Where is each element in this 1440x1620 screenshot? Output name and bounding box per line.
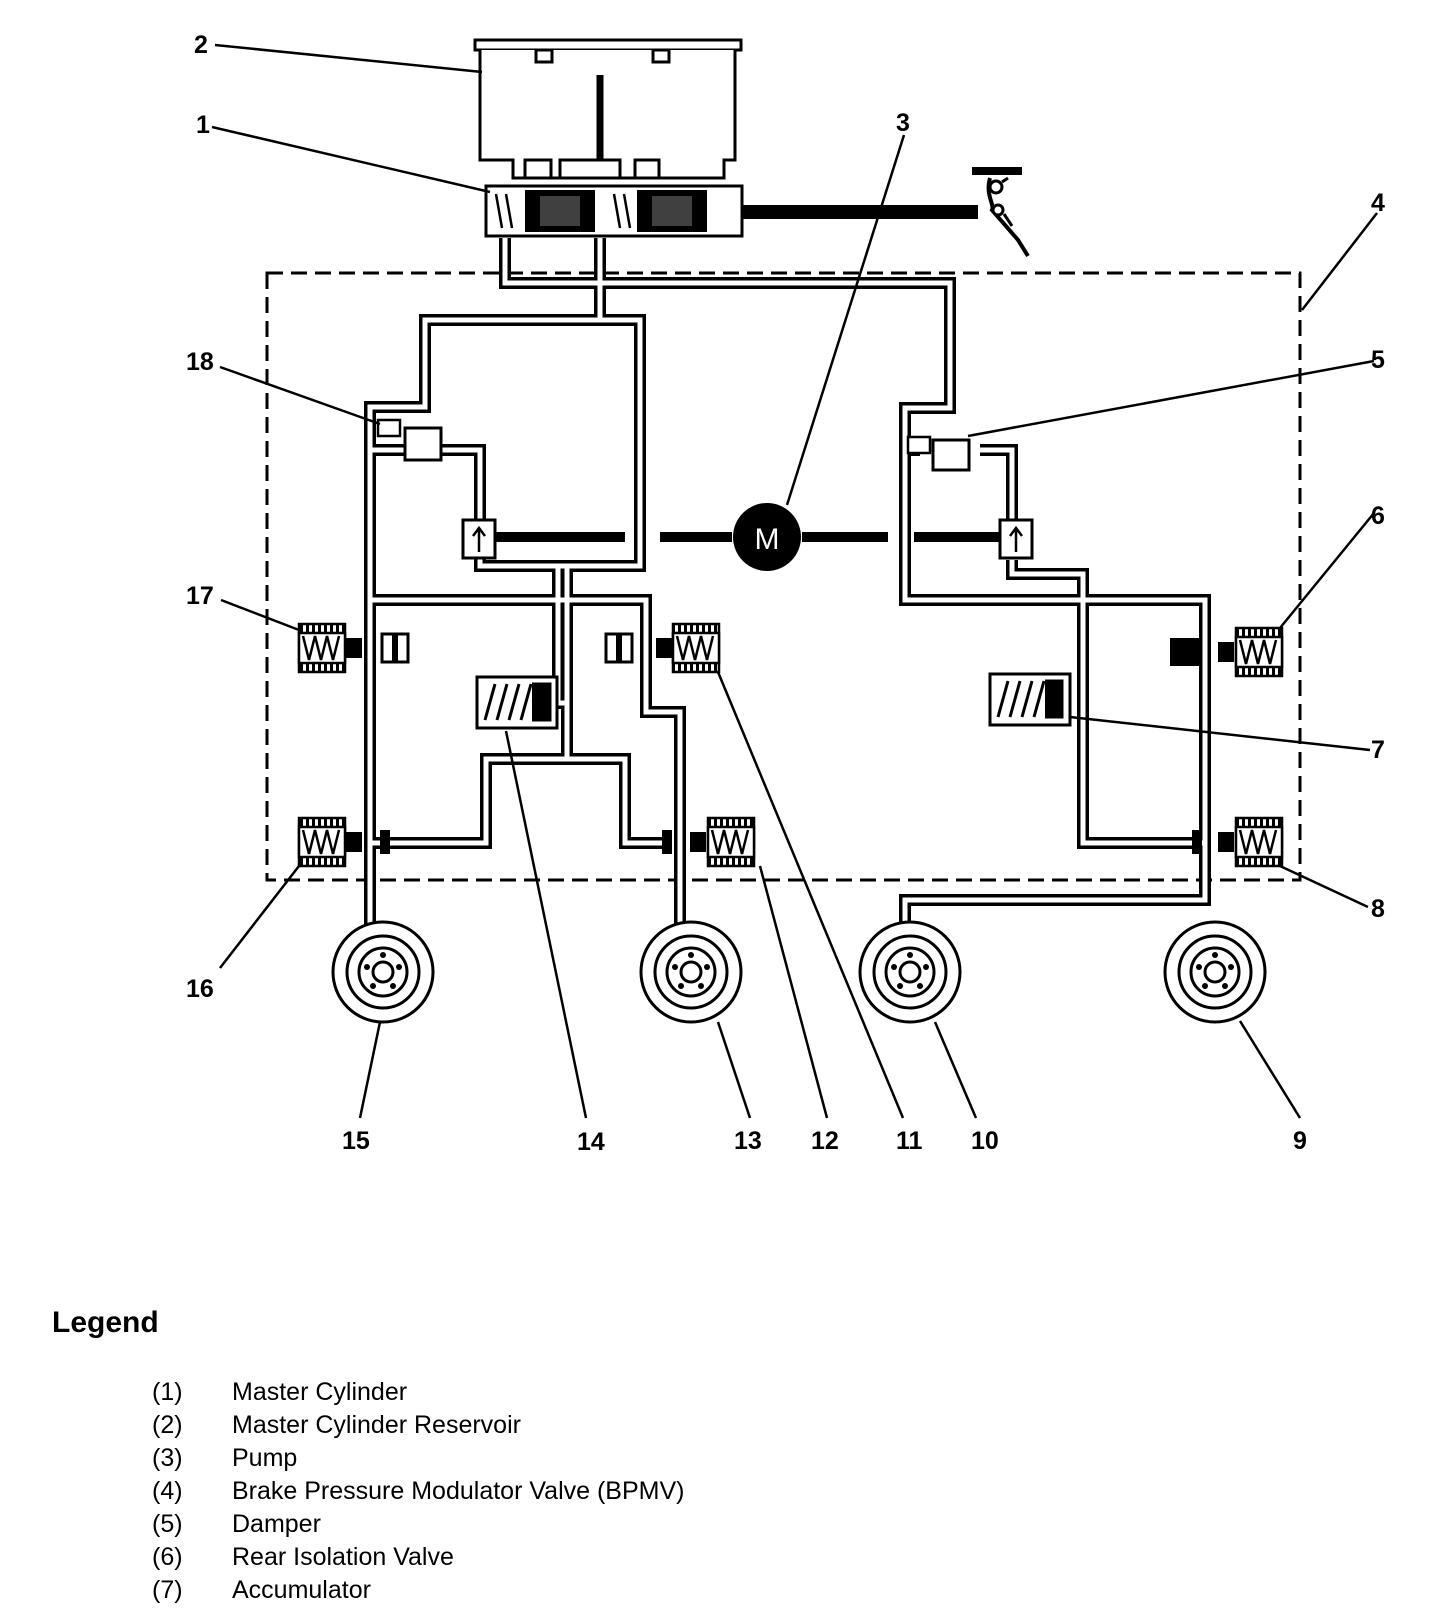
valve-17 bbox=[297, 622, 410, 674]
abs-hydraulic-diagram: M bbox=[186, 31, 1385, 1156]
wheel-9 bbox=[1163, 920, 1267, 1024]
legend-list: (1) Master Cylinder (2) Master Cylinder Re… bbox=[152, 1376, 1392, 1607]
brake-lines bbox=[364, 238, 1211, 930]
legend-item-label: Master Cylinder Reservoir bbox=[232, 1411, 521, 1439]
callout-14: 14 bbox=[577, 1128, 605, 1156]
legend-item: (6) Rear Isolation Valve bbox=[152, 1541, 1392, 1574]
master-cylinder-reservoir bbox=[473, 38, 743, 180]
callout-4: 4 bbox=[1371, 189, 1385, 217]
legend-item: (4) Brake Pressure Modulator Valve (BPMV) bbox=[152, 1475, 1392, 1508]
pump-motor-label: M bbox=[755, 523, 780, 556]
legend-item: (3) Pump bbox=[152, 1442, 1392, 1475]
callout-1: 1 bbox=[196, 111, 210, 139]
master-cylinder bbox=[484, 184, 978, 238]
legend-item-number: (6) bbox=[152, 1543, 183, 1571]
legend-item-label: Damper bbox=[232, 1510, 321, 1538]
legend-item: (5) Damper bbox=[152, 1508, 1392, 1541]
callout-16: 16 bbox=[186, 975, 214, 1003]
valve-11 bbox=[604, 622, 721, 674]
callout-10: 10 bbox=[971, 1127, 999, 1155]
valve-16 bbox=[297, 816, 390, 868]
legend-item: (7) Accumulator bbox=[152, 1574, 1392, 1607]
legend-item-number: (1) bbox=[152, 1378, 183, 1406]
legend-item: (1) Master Cylinder bbox=[152, 1376, 1392, 1409]
valve-8 bbox=[1192, 816, 1284, 868]
callout-6: 6 bbox=[1371, 502, 1385, 530]
damper bbox=[906, 435, 971, 472]
callout-9: 9 bbox=[1293, 1127, 1307, 1155]
brake-pedal bbox=[972, 167, 1030, 258]
legend-item-number: (2) bbox=[152, 1411, 183, 1439]
left-pump-check-valve bbox=[461, 518, 497, 560]
accumulator bbox=[988, 672, 1072, 727]
legend-item-number: (4) bbox=[152, 1477, 183, 1505]
legend-item-label: Pump bbox=[232, 1444, 298, 1472]
callout-12: 12 bbox=[811, 1127, 839, 1155]
legend-item-number: (5) bbox=[152, 1510, 183, 1538]
leader-lines bbox=[211, 43, 1378, 1119]
left-accumulator bbox=[475, 675, 559, 730]
legend-item: (2) Master Cylinder Reservoir bbox=[152, 1409, 1392, 1442]
callout-3: 3 bbox=[896, 109, 910, 137]
bpmv-boundary bbox=[265, 271, 1302, 882]
callout-numbers: 1 2 3 4 5 6 7 8 9 10 11 12 13 14 15 16 1… bbox=[186, 31, 1385, 1156]
legend-item-label: Rear Isolation Valve bbox=[232, 1543, 454, 1571]
rear-isolation-valve bbox=[1170, 626, 1284, 678]
wheel-13 bbox=[639, 920, 743, 1024]
legend-item-label: Brake Pressure Modulator Valve (BPMV) bbox=[232, 1477, 685, 1505]
pump-motor: M bbox=[495, 503, 1014, 571]
callout-13: 13 bbox=[734, 1127, 762, 1155]
callout-18: 18 bbox=[186, 348, 214, 376]
callout-8: 8 bbox=[1371, 895, 1385, 923]
callout-2: 2 bbox=[194, 31, 208, 59]
legend: Legend (1) Master Cylinder (2) Master Cyli… bbox=[52, 1306, 1392, 1607]
callout-7: 7 bbox=[1371, 736, 1385, 764]
wheel-15 bbox=[331, 920, 435, 1024]
valve-12 bbox=[662, 816, 756, 868]
callout-15: 15 bbox=[342, 1127, 370, 1155]
callout-17: 17 bbox=[186, 582, 214, 610]
right-pump-check-valve bbox=[998, 518, 1034, 560]
legend-item-label: Master Cylinder bbox=[232, 1378, 408, 1406]
legend-title: Legend bbox=[52, 1306, 159, 1339]
callout-5: 5 bbox=[1371, 346, 1385, 374]
legend-item-number: (3) bbox=[152, 1444, 183, 1472]
legend-item-number: (7) bbox=[152, 1576, 183, 1604]
left-damper bbox=[376, 418, 443, 462]
legend-item-label: Accumulator bbox=[232, 1576, 371, 1604]
wheel-10 bbox=[858, 920, 962, 1024]
callout-11: 11 bbox=[896, 1127, 923, 1155]
